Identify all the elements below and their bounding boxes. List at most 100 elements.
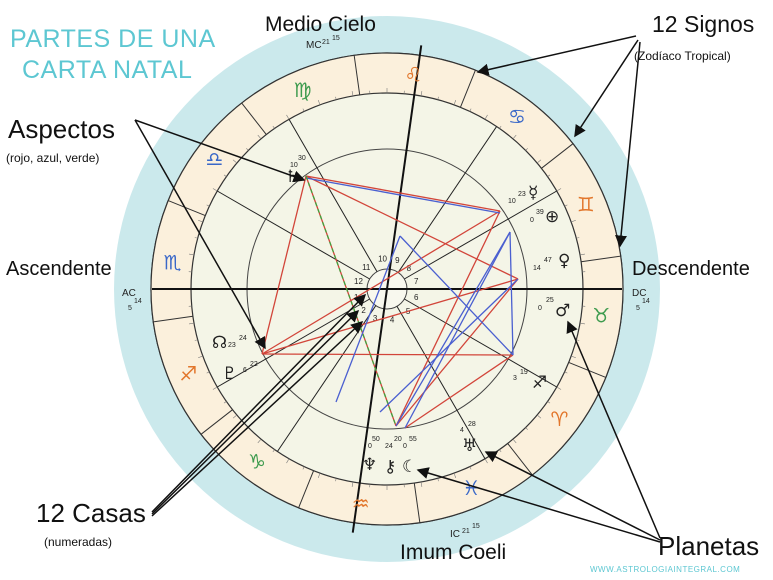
degree-tick	[564, 204, 568, 207]
degree-tick	[272, 125, 275, 129]
degree-tick	[223, 174, 227, 177]
mars-icon: ♂	[555, 301, 570, 321]
arrow-signos-cancer	[574, 39, 639, 138]
imum-coeli-label: Imum Coeli	[400, 541, 506, 564]
mc-label: MC	[306, 40, 322, 51]
degree-tick	[206, 371, 210, 374]
degree-tick	[223, 401, 227, 404]
aspect-blue	[395, 231, 511, 427]
taurus-icon: ♉	[592, 303, 610, 327]
degree-tick	[547, 401, 551, 404]
planet-minutes: 30	[298, 155, 306, 162]
degree-tick	[579, 253, 585, 256]
degree-tick	[556, 386, 562, 390]
aspect-red	[261, 210, 501, 355]
ascendente-label: Ascendente	[6, 258, 112, 280]
degree-tick	[302, 466, 305, 470]
arrow-casas-2	[151, 309, 360, 515]
planet-node: ☊ 23 24	[212, 333, 247, 353]
degree-ticks	[186, 88, 588, 490]
degree-tick	[257, 134, 262, 140]
sign-divider	[241, 102, 267, 135]
house-cusp	[217, 298, 370, 388]
arrow-planetas-1	[566, 320, 661, 539]
planet-mars: ♂ 0 25	[538, 297, 570, 321]
ic-label: IC	[450, 529, 460, 540]
house-cusp	[396, 306, 486, 459]
annotation-arrows	[134, 35, 661, 543]
ic-degree: 21	[462, 528, 470, 535]
planet-minutes: 28	[468, 421, 476, 428]
degree-tick	[212, 188, 218, 192]
uranus-icon: ♅	[462, 436, 477, 456]
planet-degree: 14	[533, 265, 541, 272]
degree-tick	[351, 481, 354, 487]
pisces-icon: ♓	[462, 476, 480, 500]
sign-divider	[153, 315, 193, 323]
degree-tick	[272, 449, 275, 453]
dc-minutes: 14	[642, 298, 650, 305]
saturn-icon: ♄	[285, 167, 300, 187]
planet-venus: ♀ 14 47	[533, 251, 570, 272]
aspect-blue	[379, 278, 519, 413]
scorpio-icon: ♏	[164, 251, 182, 275]
aquarius-icon: ♒	[352, 491, 370, 515]
degree-tick	[286, 458, 290, 464]
planet-minutes: 55	[409, 436, 417, 443]
planet-degree: 6	[243, 367, 247, 374]
degree-tick	[437, 96, 439, 100]
planet-degree: 0	[530, 217, 534, 224]
arrow-casas-3	[151, 320, 364, 517]
planet-moon: ☾ 0 55	[402, 436, 417, 477]
degree-tick	[525, 427, 528, 430]
aspectos-label: Aspectos	[8, 114, 115, 144]
planet-neptune: ♆ 0 50	[362, 436, 380, 475]
arrow-signos-leo	[476, 35, 637, 76]
planet-mercury: ☿ 10 23	[508, 183, 538, 205]
planet-chiron: ⚷ 24 20	[384, 436, 402, 477]
degree-tick	[317, 473, 321, 478]
venus-icon: ♀	[558, 251, 570, 271]
degree-tick	[576, 237, 580, 239]
planet-minutes: 23	[518, 191, 526, 198]
aspect-red	[305, 175, 501, 212]
descendente-label: Descendente	[632, 258, 750, 280]
degree-tick	[556, 188, 562, 192]
sign-divider	[200, 409, 233, 435]
libra-icon: ♎	[206, 147, 224, 171]
aspect-blue	[509, 231, 514, 356]
aspect-red	[395, 278, 519, 427]
degree-tick	[420, 481, 423, 487]
arrow-signos-gemini	[615, 41, 641, 248]
neptune-icon: ♆	[362, 455, 377, 475]
aspect-lines	[261, 175, 519, 429]
house-cusp	[397, 126, 498, 273]
gemini-icon: ♊	[577, 193, 595, 217]
dc-marker: DC 5 14	[632, 288, 650, 312]
degree-tick	[335, 96, 337, 100]
sign-divider	[413, 483, 421, 523]
degree-tick	[536, 414, 542, 419]
planet-minutes: 47	[544, 257, 552, 264]
house-cusp	[404, 190, 557, 280]
planet-degree: 0	[368, 443, 372, 450]
planet-pluto: ♇ 6 22	[222, 361, 258, 384]
planet-degree: 24	[385, 443, 393, 450]
degree-tick	[286, 114, 290, 120]
degree-tick	[536, 159, 542, 164]
degree-tick	[189, 322, 195, 325]
title-line2: CARTA NATAL	[22, 56, 192, 84]
arrow-aspectos-2	[134, 119, 266, 350]
aspect-blue	[335, 235, 401, 403]
house-number: 12	[354, 277, 363, 286]
aspect-blue	[399, 235, 514, 356]
sign-divider	[581, 255, 621, 263]
degree-tick	[453, 100, 457, 105]
aspect-green	[305, 175, 397, 427]
earth-icon: ⊕	[545, 207, 559, 227]
degree-tick	[206, 204, 210, 207]
node-icon: ☊	[212, 333, 227, 353]
ac-minutes: 14	[134, 298, 142, 305]
mercury-icon: ☿	[528, 183, 538, 203]
